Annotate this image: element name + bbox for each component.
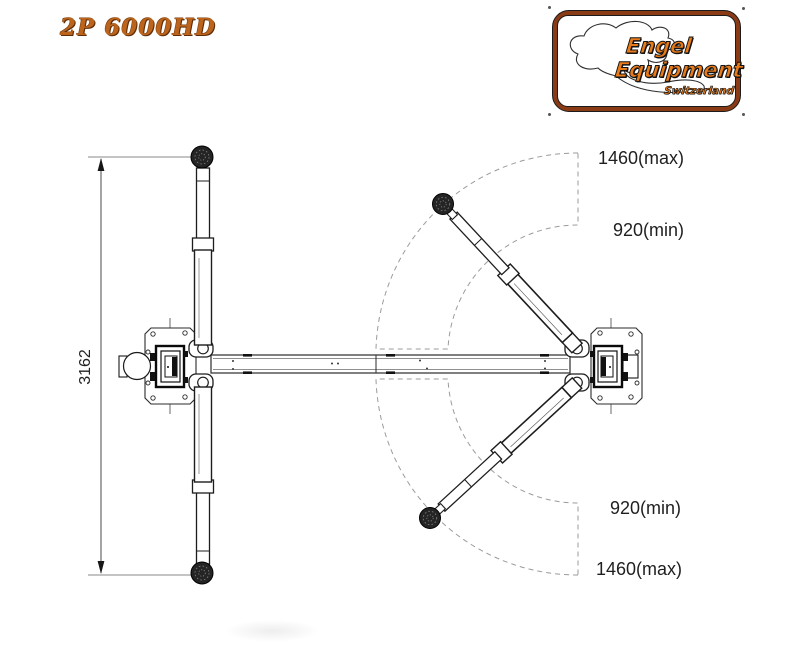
lift-pad-bottom-right — [419, 507, 441, 529]
right-post-assembly — [564, 318, 643, 414]
logo-frame-inner — [557, 15, 736, 107]
brand-logo: Engel Equipment Switzerland — [548, 6, 745, 116]
left-baseplate-bolt-holes — [145, 330, 188, 401]
lift-pad-bottom-left — [190, 561, 214, 585]
arm-swing-arc-lower — [375, 378, 579, 576]
label-reach-min-top: 920(min) — [613, 220, 684, 240]
right-upper-arm — [444, 206, 584, 354]
watermark-smudge — [225, 620, 320, 642]
beam-clips — [243, 354, 549, 374]
motor-icon — [122, 351, 152, 381]
logo-corner-mark — [742, 7, 745, 10]
product-title: 2P 6000HD — [60, 14, 216, 41]
lift-pad-top-left — [190, 145, 214, 169]
right-baseplate-bolt-holes — [597, 330, 640, 401]
base-crossbeam — [210, 354, 571, 374]
logo-corner-mark — [548, 6, 551, 9]
right-lower-arm — [432, 376, 583, 517]
left-lower-arm — [191, 386, 215, 565]
arm-swing-arc-upper — [375, 152, 579, 350]
logo-corner-mark — [548, 113, 551, 116]
left-upper-arm — [191, 167, 215, 346]
dimension-arrow-up — [97, 158, 105, 171]
label-reach-min-bottom: 920(min) — [610, 498, 681, 518]
label-reach-max-bottom: 1460(max) — [596, 559, 682, 579]
dimension-overall-width: 3162 — [77, 156, 197, 576]
left-column — [150, 344, 188, 389]
logo-corner-mark — [742, 113, 745, 116]
dimension-arrow-down — [97, 561, 105, 574]
beam-rivets — [232, 359, 546, 370]
dimension-overall-width-label: 3162 — [77, 349, 94, 385]
label-reach-max-top: 1460(max) — [598, 148, 684, 168]
logo-cloud-icon — [569, 20, 705, 94]
right-column — [590, 344, 628, 389]
lift-pad-top-right — [432, 193, 454, 215]
